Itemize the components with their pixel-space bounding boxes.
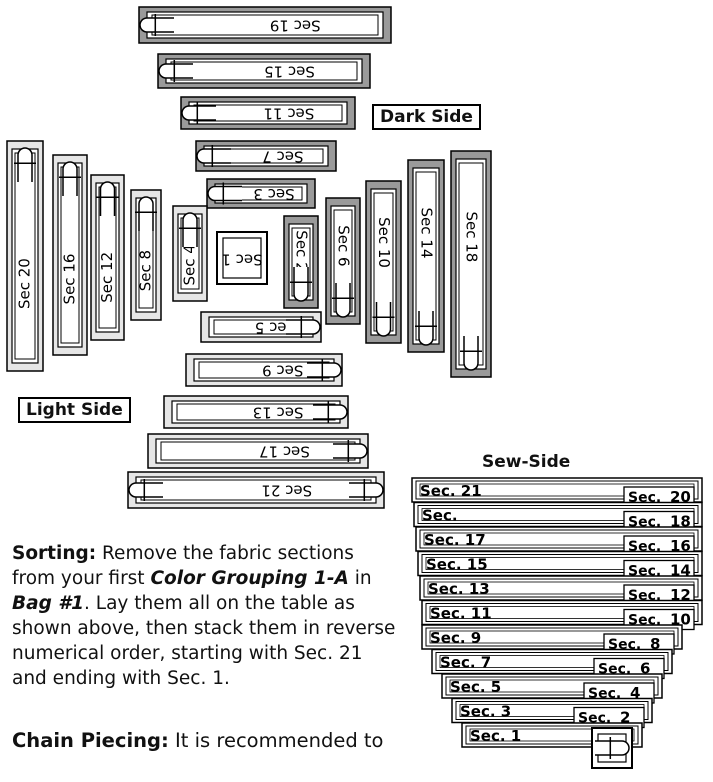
section-label: Sec 10 (375, 217, 393, 268)
stack-left-label: Sec. 9 (430, 629, 481, 647)
section-strip: Sec 15 (158, 54, 370, 88)
section-label: Sec 18 (463, 211, 481, 262)
section-strip: Sec 3 (207, 179, 315, 208)
section-label: Sec 17 (259, 443, 310, 461)
section-strip: Sec 21 (128, 472, 384, 508)
section-strip: Sec 10 (366, 181, 401, 343)
section-label: Sec 7 (262, 148, 303, 166)
section-strip: Sec 11 (181, 97, 355, 129)
section-label: Sec 9 (262, 362, 303, 380)
section-strip: Sec 6 (326, 198, 360, 324)
chain-piecing-paragraph: Chain Piecing: It is recommended to (12, 728, 412, 753)
section-strip: Sec 17 (148, 434, 368, 468)
stack-left-label: Sec. 13 (428, 580, 490, 598)
section-strip: Sec 13 (164, 396, 348, 428)
section-strip: Sec 16 (53, 155, 87, 355)
section-label: Sec 4 (181, 244, 199, 285)
section-label: Sec 16 (61, 254, 79, 305)
stack-left-label: Sec. 15 (426, 556, 488, 574)
section-strip: Sec 2 (284, 216, 318, 308)
sorting-heading: Sorting: (12, 543, 96, 564)
section-strip: Sec 5 (201, 312, 321, 342)
sorting-paragraph: Sorting: Remove the fabric sections from… (12, 541, 402, 691)
section-strip: Sec 20 (7, 141, 43, 371)
stack-left-label: Sec. 17 (424, 531, 486, 549)
section-strip: Sec 19 (139, 7, 391, 43)
section-label: Sec 2 (293, 230, 311, 271)
stack-left-label: Sec. 21 (420, 482, 482, 500)
section-strip: Sec 9 (186, 354, 342, 386)
stack-left-label: Sec. (422, 507, 458, 525)
section-label: Sec 19 (270, 17, 321, 35)
stack-left-label: Sec. 3 (460, 703, 511, 721)
section-label: Sec 1 (221, 251, 262, 269)
section-label: Sec 13 (253, 404, 304, 422)
section-center: Sec 1 (217, 232, 267, 284)
stack-left-label: Sec. 11 (430, 605, 492, 623)
section-label: Sec 21 (261, 482, 312, 500)
dark-side-label: Dark Side (372, 104, 481, 130)
section-strip: Sec 7 (196, 141, 336, 171)
section-label: Sec 15 (264, 63, 315, 81)
section-label: Sec 3 (253, 185, 294, 203)
light-side-label: Light Side (18, 397, 131, 423)
section-strip: Sec 8 (131, 190, 161, 320)
section-label: Sec 20 (16, 258, 34, 309)
stack-left-label: Sec. 1 (470, 727, 521, 745)
stack-left-label: Sec. 5 (450, 678, 501, 696)
sorting-text-2: in (349, 568, 372, 589)
section-label: Sec 8 (137, 250, 155, 291)
stack-top-piece (592, 728, 632, 768)
sew-side-title: Sew-Side (482, 452, 570, 472)
section-label: Sec 12 (98, 252, 116, 303)
section-strip: Sec 18 (451, 151, 491, 377)
section-strip: Sec 4 (173, 206, 207, 301)
section-strip: Sec 12 (91, 175, 124, 340)
chain-piecing-heading: Chain Piecing: (12, 729, 169, 752)
chain-piecing-text: It is recommended to (169, 729, 384, 752)
section-label: Sec 11 (263, 105, 314, 123)
section-label: Sec 14 (418, 208, 436, 259)
color-grouping-name: Color Grouping 1-A (150, 568, 348, 589)
bag-name: Bag #1 (12, 593, 84, 614)
section-strip: Sec 14 (408, 160, 444, 352)
section-label: Sec 6 (335, 225, 353, 266)
stack-left-label: Sec. 7 (440, 654, 491, 672)
